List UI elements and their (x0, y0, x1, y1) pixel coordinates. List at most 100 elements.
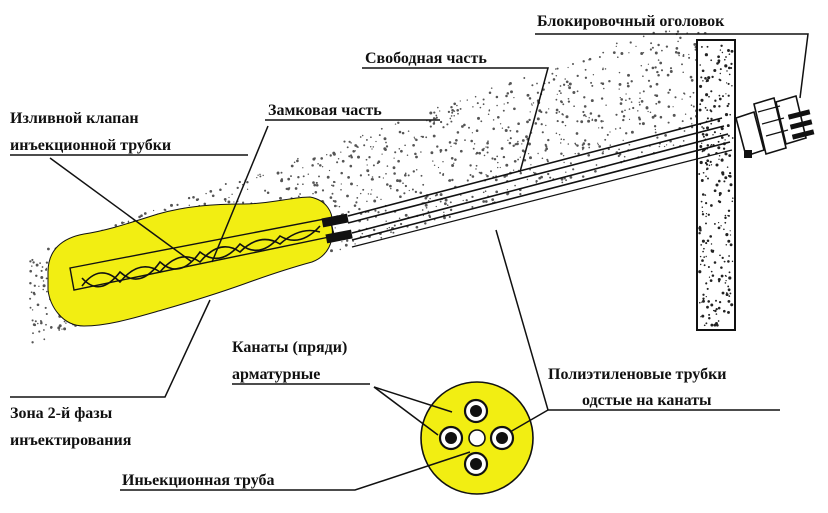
soil-dot (642, 75, 644, 78)
soil-dot (486, 141, 489, 145)
soil-dot (583, 96, 586, 99)
soil-dot (336, 161, 339, 164)
wall-dot (698, 231, 701, 235)
wall-dot (720, 274, 724, 278)
soil-dot (477, 116, 480, 120)
soil-dot (681, 98, 683, 100)
soil-dot (548, 108, 550, 110)
wall-dot (703, 264, 706, 267)
soil-dot (404, 144, 406, 147)
soil-dot (615, 45, 617, 48)
wall-dot (702, 250, 704, 253)
wall-dot (721, 51, 724, 54)
soil-dot (315, 181, 318, 184)
wall-dot (724, 274, 727, 277)
soil-dot (459, 107, 462, 110)
wall-dot (702, 293, 705, 296)
soil-dot (449, 201, 452, 204)
soil-dot (429, 125, 432, 128)
wall-dot (700, 200, 703, 203)
soil-dot (650, 42, 653, 45)
wall-dot (729, 243, 733, 247)
wall-dot (727, 102, 730, 105)
wall-dot (698, 270, 702, 274)
soil-dot (642, 35, 645, 38)
wall-dot (727, 285, 730, 288)
soil-dot (568, 86, 572, 90)
soil-dot (352, 149, 356, 153)
strand-sheath-ends (321, 213, 353, 244)
soil-dot (437, 166, 440, 169)
soil-dot (415, 138, 418, 142)
soil-dot (432, 134, 436, 138)
wall-dot (705, 255, 707, 258)
soil-dot (329, 196, 333, 199)
soil-dot (486, 174, 489, 178)
soil-dot (223, 198, 227, 201)
soil-dot (45, 312, 48, 316)
soil-dot (639, 97, 641, 100)
wall-dot (717, 119, 721, 123)
soil-dot (664, 30, 668, 33)
soil-dot (366, 200, 368, 203)
soil-dot (164, 209, 167, 212)
wall-dot (725, 93, 727, 95)
wall-dot (703, 256, 706, 258)
soil-dot (645, 106, 649, 109)
soil-dot (664, 134, 667, 137)
soil-dot (399, 222, 403, 226)
wall-dot (729, 172, 732, 175)
soil-dot (350, 142, 352, 144)
soil-dot (515, 130, 519, 133)
soil-dot (392, 166, 396, 170)
wall-dot (731, 200, 734, 203)
wall-dot (729, 292, 732, 295)
soil-dot (340, 151, 342, 153)
soil-dot (536, 91, 540, 94)
soil-dot (513, 159, 517, 163)
wall-dot (726, 166, 729, 168)
soil-dot (469, 174, 472, 176)
soil-dot (496, 155, 499, 158)
soil-dot (366, 169, 370, 173)
soil-dot (475, 164, 478, 167)
soil-dot (294, 187, 298, 190)
soil-dot (422, 183, 425, 186)
soil-dot (256, 176, 258, 179)
soil-dot (302, 167, 304, 169)
soil-dot (594, 118, 598, 122)
wall-dot (728, 175, 732, 178)
wall-dot (708, 316, 711, 320)
wall-dot (728, 53, 731, 55)
soil-dot (40, 269, 43, 272)
soil-dot (384, 148, 387, 151)
soil-dot (65, 322, 67, 324)
soil-dot (508, 83, 511, 86)
soil-dot (439, 120, 443, 124)
soil-dot (609, 144, 612, 146)
wall-dot (724, 152, 728, 156)
soil-dot (433, 121, 436, 123)
soil-dot (63, 327, 67, 331)
wall-dot (702, 127, 705, 130)
soil-dot (555, 98, 558, 101)
soil-dot (296, 183, 299, 186)
labels: Блокировочный оголовок Свободная часть З… (10, 13, 727, 489)
soil-dot (656, 136, 659, 139)
soil-dot (602, 120, 604, 122)
soil-dot (443, 216, 446, 220)
soil-dot (668, 88, 671, 91)
label-valve-line2: инъекционной трубки (10, 137, 171, 154)
soil-dot (463, 123, 466, 127)
soil-dot (559, 92, 562, 95)
soil-dot (600, 119, 603, 123)
soil-dot (45, 323, 47, 326)
soil-dot (540, 123, 543, 126)
soil-dot (430, 151, 434, 155)
wall-dot (724, 113, 729, 117)
soil-dot (488, 109, 491, 111)
soil-dot (690, 104, 693, 106)
soil-dot (609, 131, 611, 133)
soil-dot (224, 182, 227, 186)
wall-dot (705, 215, 707, 218)
